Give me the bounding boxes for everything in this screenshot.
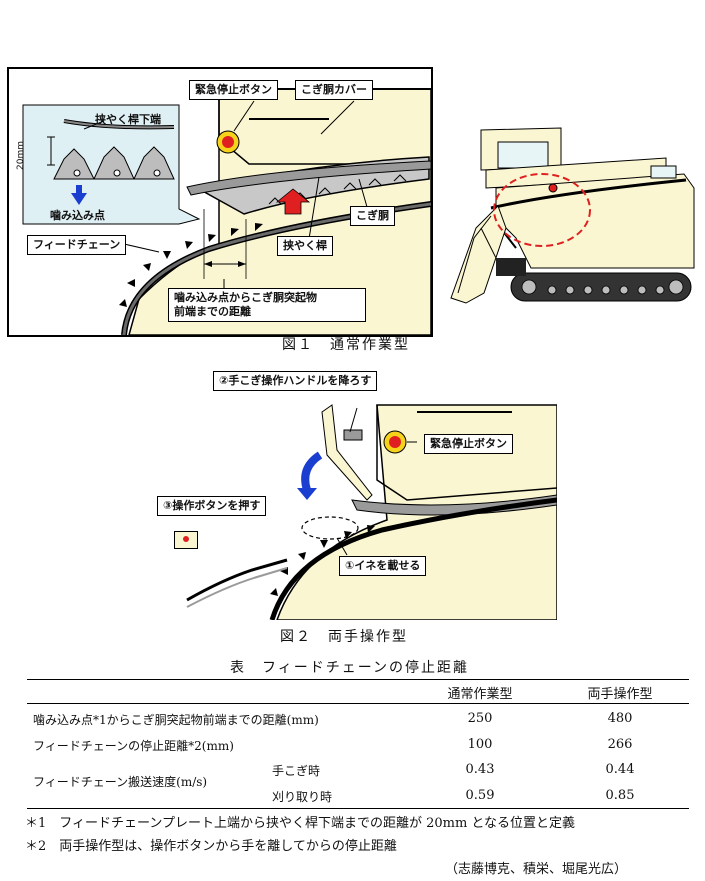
fig2-label-step1: ①イネを載せる bbox=[339, 556, 427, 576]
table-top-rule bbox=[27, 679, 689, 680]
table-row: フィードチェーンの停止距離*2(mm) 100 266 bbox=[0, 734, 705, 758]
figure2-caption: 図２ 両手操作型 bbox=[280, 629, 408, 645]
fig1-label-thresher-cover: こぎ胴カバー bbox=[295, 80, 373, 100]
table-title: 表 フィードチェーンの停止距離 bbox=[230, 660, 470, 676]
table-row: 刈り取り時 0.59 0.85 bbox=[0, 784, 705, 808]
row-normal-value: 0.59 bbox=[465, 788, 495, 803]
authors: （志藤博克、積栄、堀尾光広） bbox=[445, 862, 628, 877]
fig2-label-step3: ③操作ボタンを押す bbox=[157, 496, 267, 516]
figure1-caption: 図１ 通常作業型 bbox=[282, 337, 410, 353]
table-row: 噛み込み点*1からこぎ胴突起物前端までの距離(mm) 250 480 bbox=[0, 708, 705, 732]
figure1-closeup-panel bbox=[7, 67, 433, 337]
fig2-label-step2: ②手こぎ操作ハンドルを降ろす bbox=[213, 371, 378, 391]
table-header-rule bbox=[27, 703, 689, 704]
figure1-closeup-drawing bbox=[22, 88, 431, 335]
row-label: フィードチェーンの停止距離*2(mm) bbox=[33, 739, 234, 753]
table-header-normal: 通常作業型 bbox=[447, 687, 513, 702]
fig1-label-20mm: 20mm bbox=[16, 141, 26, 170]
fig1-label-distance: 噛み込み点からこぎ胴突起物 前端までの距離 bbox=[168, 288, 366, 322]
table-bottom-rule bbox=[27, 808, 689, 809]
footnote-1: ＊1 フィードチェーンプレート上端から挟やく桿下端までの距離が 20mm となる… bbox=[25, 816, 576, 831]
figure2: ②手こぎ操作ハンドルを降ろす 緊急停止ボタン ③操作ボタンを押す ①イネを載せる… bbox=[0, 360, 705, 650]
fig2-label-emergency-stop: 緊急停止ボタン bbox=[424, 434, 513, 454]
figure1-combine-drawing bbox=[450, 127, 695, 304]
row-label: 噛み込み点*1からこぎ胴突起物前端までの距離(mm) bbox=[33, 713, 319, 727]
row-sub-label: 手こぎ時 bbox=[272, 764, 321, 778]
fig1-label-distance-line1: 噛み込み点からこぎ胴突起物 bbox=[174, 291, 317, 304]
fig1-label-holding-rod-lower-end: 挟やく桿下端 bbox=[95, 113, 161, 126]
row-twohand-value: 0.44 bbox=[605, 762, 635, 777]
row-normal-value: 250 bbox=[467, 711, 493, 726]
row-normal-value: 100 bbox=[467, 737, 493, 752]
fig1-label-thresher-drum: こぎ胴 bbox=[350, 206, 395, 226]
row-normal-value: 0.43 bbox=[465, 762, 495, 777]
fig1-label-distance-line2: 前端までの距離 bbox=[174, 305, 251, 318]
operation-button-panel bbox=[174, 531, 198, 549]
table-header-twohand: 両手操作型 bbox=[587, 687, 653, 702]
row-sub-label: 刈り取り時 bbox=[272, 790, 333, 804]
fig1-label-emergency-stop: 緊急停止ボタン bbox=[189, 80, 278, 100]
operation-button[interactable] bbox=[183, 536, 189, 542]
row-twohand-value: 266 bbox=[607, 737, 633, 752]
table-row: フィードチェーン搬送速度(m/s) 手こぎ時 0.43 0.44 bbox=[0, 759, 705, 789]
fig1-label-feed-chain: フィードチェーン bbox=[27, 235, 127, 255]
row-twohand-value: 0.85 bbox=[605, 788, 635, 803]
row-twohand-value: 480 bbox=[607, 711, 633, 726]
fig1-label-holding-rod: 挟やく桿 bbox=[277, 236, 333, 256]
row-label: フィードチェーン搬送速度(m/s) bbox=[33, 775, 208, 789]
figure1: 緊急停止ボタン こぎ胴カバー 挟やく桿下端 20mm 噛み込み点 こぎ胴 挟やく… bbox=[0, 0, 705, 360]
fig1-label-bite-point: 噛み込み点 bbox=[50, 209, 105, 222]
footnote-2: ＊2 両手操作型は、操作ボタンから手を離してからの停止距離 bbox=[25, 839, 397, 854]
